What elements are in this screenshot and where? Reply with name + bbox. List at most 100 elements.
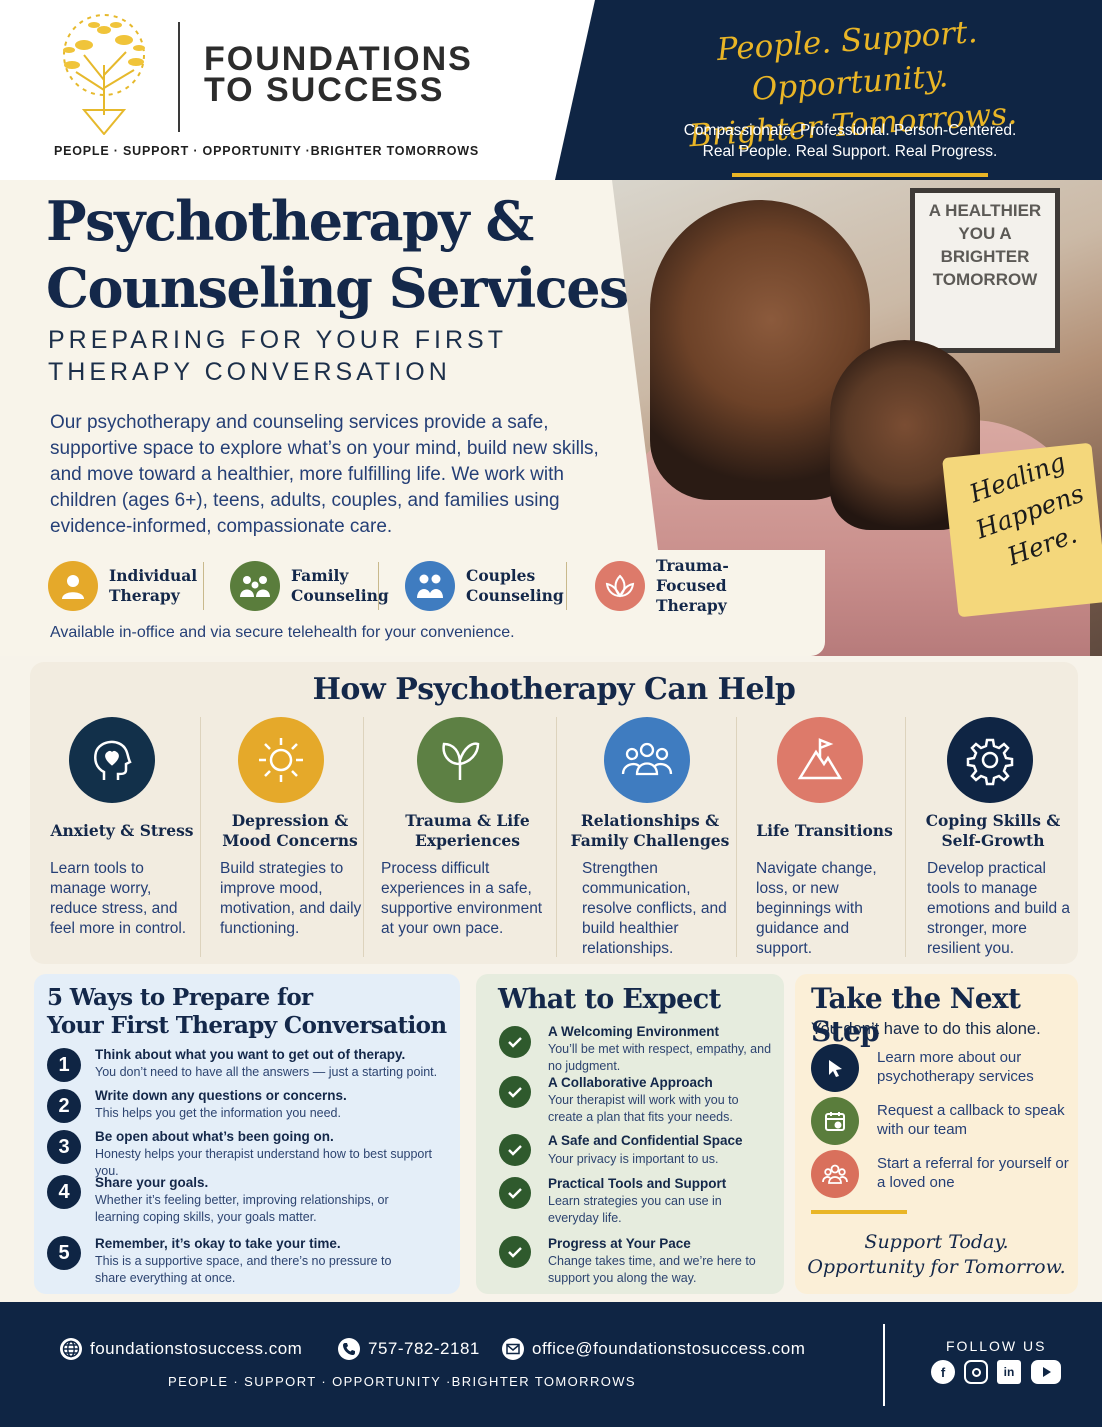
help-item-coping-skills: Coping Skills & Self-Growth Develop prac… [913, 717, 1073, 957]
subtitle-line1: PREPARING FOR YOUR FIRST [48, 326, 508, 354]
mail-icon [502, 1338, 524, 1360]
closing-line2: Opportunity for Tomorrow. [807, 1256, 1066, 1278]
step-body: Honesty helps your therapist understand … [95, 1147, 433, 1178]
step-heading: Be open about what’s been going on. [95, 1129, 334, 1144]
hero-footnote: Available in-office and via secure teleh… [50, 624, 515, 641]
service-list: Individual Therapy Family Counseling Cou… [48, 556, 808, 615]
phone-text: 757-782-2181 [368, 1339, 480, 1358]
prepare-title: 5 Ways to Prepare for Your First Therapy… [47, 984, 447, 1040]
step-heading: Think about what you want to get out of … [95, 1047, 406, 1062]
help-item-relationships: Relationships & Family Challenges Streng… [568, 717, 729, 957]
expect-heading: Progress at Your Pace [548, 1236, 691, 1251]
service-couples-counseling[interactable]: Couples Counseling [405, 558, 576, 614]
closing-tagline: Support Today. Opportunity for Tomorrow. [795, 1230, 1078, 1280]
people-icon [811, 1150, 859, 1198]
help-divider [736, 717, 737, 957]
sun-icon [238, 717, 324, 803]
service-label: Couples Counseling [466, 566, 564, 605]
gear-icon [947, 717, 1033, 803]
step-heading: Remember, it’s okay to take your time. [95, 1236, 341, 1251]
subtitle-line2: THERAPY CONVERSATION [48, 358, 451, 386]
help-heading: Trauma & Life Experiences [405, 811, 530, 850]
group-icon [604, 717, 690, 803]
help-body: Learn tools to manage worry, reduce stre… [50, 860, 187, 937]
expect-heading: Practical Tools and Support [548, 1176, 727, 1191]
expect-body: Learn strategies you can use in everyday… [548, 1194, 722, 1225]
header: FOUNDATIONS TO SUCCESS PEOPLE · SUPPORT … [0, 0, 1102, 180]
step-body: This helps you get the information you n… [95, 1106, 341, 1120]
help-body: Develop practical tools to manage emotio… [927, 860, 1071, 957]
banner-underline [732, 173, 988, 177]
next-step-card: Take the Next Step You don’t have to do … [795, 974, 1078, 1294]
help-item-depression: Depression & Mood Concerns Build strateg… [210, 717, 370, 952]
help-divider [200, 717, 201, 957]
help-item-anxiety: Anxiety & Stress Learn tools to manage w… [42, 717, 202, 952]
service-trauma-focused-therapy[interactable]: Trauma-Focused Therapy [595, 556, 786, 615]
checkmark-icon [499, 1076, 531, 1108]
help-section: How Psychotherapy Can Help Anxiety & Str… [30, 662, 1078, 964]
footer-tagline: PEOPLE · SUPPORT · OPPORTUNITY ·BRIGHTER… [168, 1374, 637, 1389]
help-body: Navigate change, loss, or new beginnings… [756, 860, 877, 957]
footer-email[interactable]: office@foundationstosuccess.com [502, 1338, 805, 1360]
page-subtitle: PREPARING FOR YOUR FIRST THERAPY CONVERS… [48, 324, 507, 388]
expect-heading: A Welcoming Environment [548, 1024, 720, 1039]
head-heart-icon [69, 717, 155, 803]
title-line1: Psychotherapy & [46, 189, 534, 253]
hero-body: Our psychotherapy and counseling service… [50, 412, 599, 537]
next-step-subtitle: You don’t have to do this alone. [811, 1020, 1041, 1038]
next-step-title: Take the Next Step [811, 982, 1021, 1048]
help-heading: Life Transitions [756, 821, 893, 840]
step-heading: Share your goals. [95, 1175, 209, 1190]
service-family-counseling[interactable]: Family Counseling [230, 558, 401, 614]
service-individual-therapy[interactable]: Individual Therapy [48, 558, 219, 614]
step-body: You don’t need to have all the answers —… [95, 1065, 438, 1079]
leaf-icon [417, 717, 503, 803]
globe-icon [60, 1338, 82, 1360]
expect-title: What to Expect [498, 984, 721, 1015]
step-body: This is a supportive space, and there’s … [95, 1254, 392, 1285]
action-text: Learn more about our psychotherapy servi… [877, 1049, 1034, 1085]
expect-heading: A Collaborative Approach [548, 1075, 713, 1090]
footer-website[interactable]: foundationstosuccess.com [60, 1338, 302, 1360]
expect-heading: A Safe and Confidential Space [548, 1133, 743, 1148]
checkmark-icon [499, 1026, 531, 1058]
help-divider [363, 717, 364, 957]
header-banner [555, 0, 1102, 180]
step-number: 5 [47, 1236, 81, 1270]
footer: foundationstosuccess.com 757-782-2181 of… [0, 1302, 1102, 1427]
facebook-icon[interactable]: f [931, 1360, 955, 1384]
youtube-icon[interactable] [1031, 1360, 1061, 1384]
service-label: Family Counseling [291, 566, 389, 605]
instagram-icon[interactable] [964, 1360, 988, 1384]
help-heading: Anxiety & Stress [50, 821, 194, 840]
step-number: 2 [47, 1089, 81, 1123]
checkmark-icon [499, 1236, 531, 1268]
banner-subtext: Compassionate. Professional. Person-Cent… [640, 120, 1060, 162]
footer-divider [883, 1324, 885, 1406]
step-heading: Write down any questions or concerns. [95, 1088, 347, 1103]
banner-sub-line2: Real People. Real Support. Real Progress… [702, 143, 998, 160]
linkedin-icon[interactable]: in [997, 1360, 1021, 1384]
brand-tagline: PEOPLE · SUPPORT · OPPORTUNITY ·BRIGHTER… [54, 144, 479, 158]
footer-phone[interactable]: 757-782-2181 [338, 1338, 480, 1360]
step-number: 4 [47, 1175, 81, 1209]
help-divider [905, 717, 906, 957]
brand-name: FOUNDATIONS TO SUCCESS [204, 40, 473, 109]
checkmark-icon [499, 1134, 531, 1166]
service-label: Individual Therapy [109, 566, 198, 605]
prepare-title-line2: Your First Therapy Conversation [47, 1012, 447, 1039]
help-heading: Relationships & Family Challenges [570, 811, 730, 850]
step-number: 1 [47, 1048, 81, 1082]
step-body: Whether it’s feeling better, improving r… [95, 1193, 389, 1224]
service-divider [203, 562, 204, 610]
help-heading: Coping Skills & Self-Growth [925, 811, 1061, 850]
help-item-life-transitions: Life Transitions Navigate change, loss, … [742, 717, 907, 957]
service-label: Trauma-Focused Therapy [656, 556, 729, 615]
phone-icon [338, 1338, 360, 1360]
tree-logo-icon [63, 14, 145, 135]
help-body: Process difficult experiences in a safe,… [381, 860, 543, 937]
prepare-title-line1: 5 Ways to Prepare for [47, 984, 313, 1011]
follow-us-label: FOLLOW US [946, 1338, 1047, 1354]
action-text: Start a referral for yourself or a loved… [877, 1155, 1069, 1191]
family-icon [230, 561, 280, 611]
